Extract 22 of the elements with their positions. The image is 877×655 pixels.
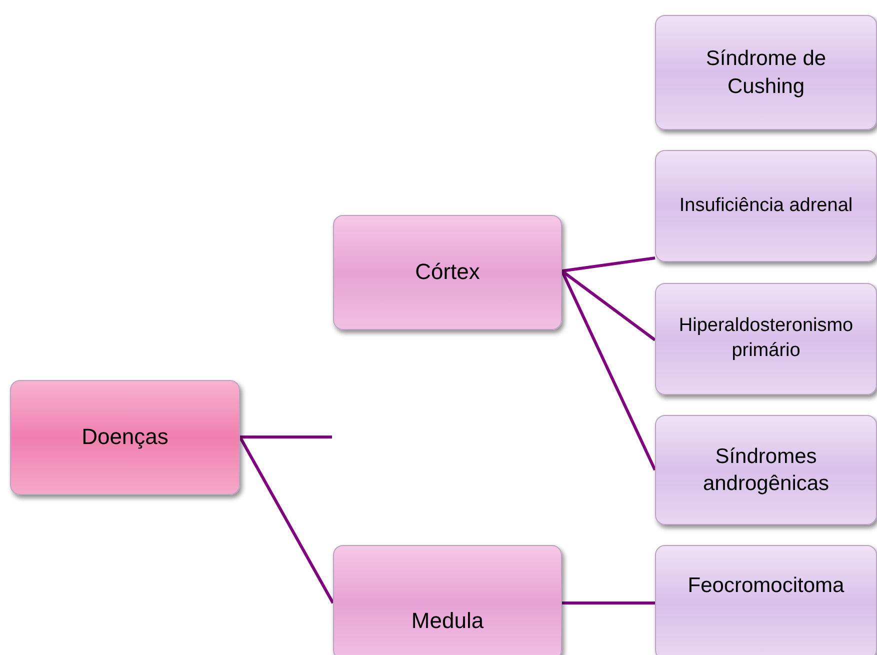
node-label: Síndromes androgênicas <box>702 444 830 497</box>
connector-line <box>561 270 656 342</box>
process-box <box>655 15 877 130</box>
node-label: Medula <box>411 607 484 636</box>
connector-line <box>560 270 656 471</box>
connector-line <box>562 256 656 272</box>
node-label: Insuficiência adrenal <box>679 194 853 218</box>
node-label: Córtex <box>415 258 480 286</box>
process-box <box>10 380 240 495</box>
process-box <box>655 415 877 525</box>
node-label: Síndrome de Cushing <box>704 46 828 100</box>
node-label: Doenças <box>82 423 168 452</box>
process-box <box>655 545 877 655</box>
connector-line <box>562 602 655 604</box>
node-label: Hiperaldosteronismo primário <box>678 314 854 363</box>
process-box <box>655 150 877 262</box>
connector-line <box>240 436 332 438</box>
connector-line <box>238 436 334 604</box>
process-box <box>333 545 562 655</box>
process-box <box>655 283 877 395</box>
process-box <box>333 215 562 330</box>
node-label: Feocromocitoma <box>688 573 844 599</box>
